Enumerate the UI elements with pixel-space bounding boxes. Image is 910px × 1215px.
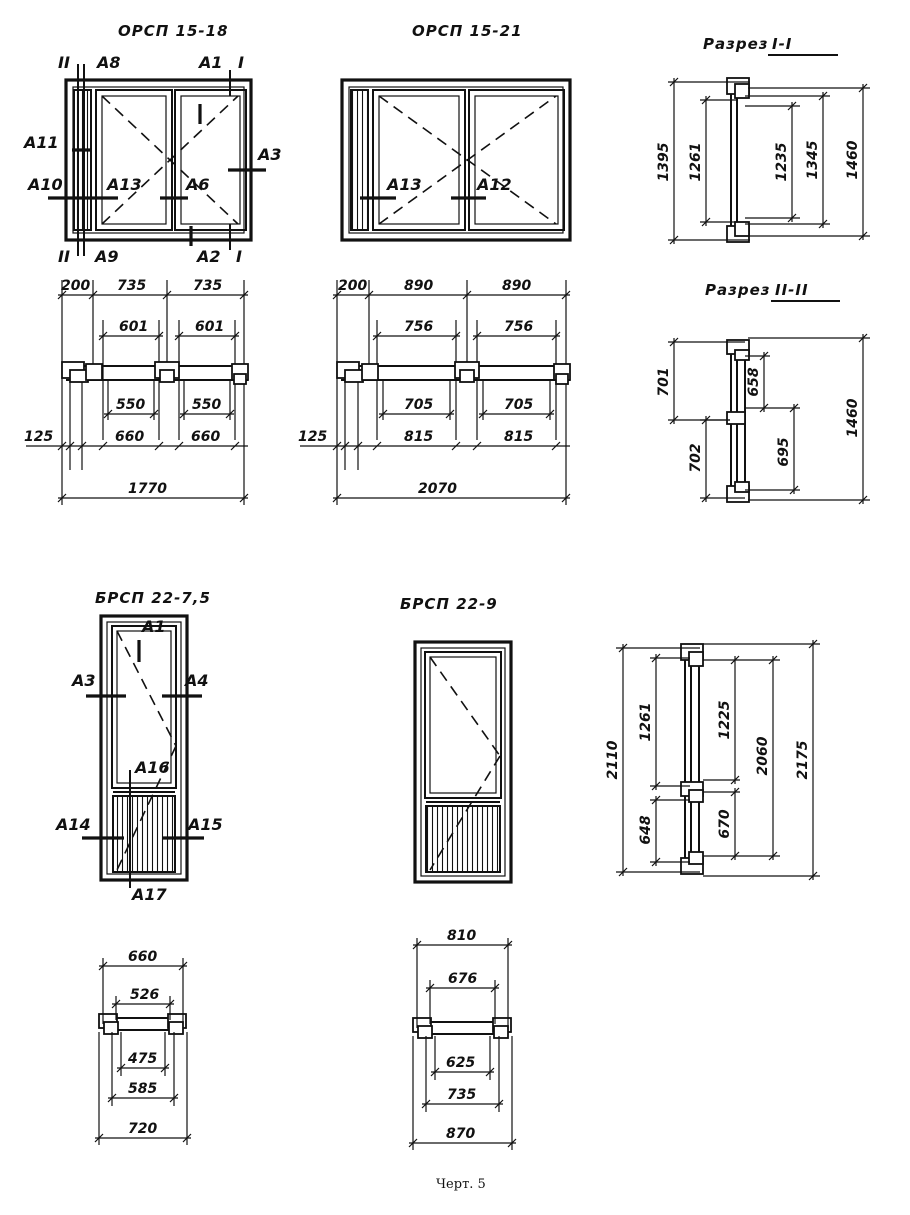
dim-1521-705-left: 705 bbox=[404, 397, 433, 413]
mark-a10: A10 bbox=[26, 175, 63, 194]
mark-I-bottom: I bbox=[236, 247, 242, 266]
mark-a17: A17 bbox=[130, 885, 168, 904]
dim-ds-648: 648 bbox=[638, 815, 654, 844]
title-orsp-15-18: ОРСП 15-18 bbox=[118, 22, 229, 40]
dim-s1-1395: 1395 bbox=[656, 142, 672, 181]
brsp-22-9-elevation bbox=[413, 640, 513, 884]
mark-a15: A15 bbox=[186, 815, 223, 834]
dim-ds-670: 670 bbox=[717, 809, 733, 838]
svg-text:Разрез: Разрез bbox=[703, 35, 768, 53]
dim-1518-601-right: 601 bbox=[195, 319, 224, 335]
dim-s2-695: 695 bbox=[776, 437, 792, 466]
dim-229-676: 676 bbox=[448, 971, 477, 987]
dim-ds-2175: 2175 bbox=[795, 740, 811, 779]
title-section-2: Разрез II-II bbox=[705, 281, 840, 302]
mark-a13-2: A13 bbox=[385, 175, 422, 194]
dim-229-735: 735 bbox=[447, 1087, 476, 1103]
dim-1521-756-right: 756 bbox=[504, 319, 533, 335]
dim-229-870: 870 bbox=[446, 1126, 475, 1142]
mark-II-top: II bbox=[58, 53, 70, 72]
dim-229-810: 810 bbox=[447, 928, 476, 944]
dim-1518-735-right: 735 bbox=[193, 278, 222, 294]
brsp-22-9-plan bbox=[408, 938, 517, 1150]
section-2-2 bbox=[668, 333, 870, 505]
svg-text:I-I: I-I bbox=[772, 35, 792, 53]
mark-a11: A11 bbox=[22, 133, 59, 152]
dim-ds-1261: 1261 bbox=[638, 703, 654, 742]
mark-a4: A4 bbox=[183, 671, 209, 690]
dim-s2-658: 658 bbox=[746, 367, 762, 396]
dim-2275-720: 720 bbox=[128, 1121, 157, 1137]
dim-1521-2070: 2070 bbox=[418, 481, 457, 497]
mark-a6: A6 bbox=[184, 175, 210, 194]
mark-a14: A14 bbox=[54, 815, 91, 834]
dim-2275-585: 585 bbox=[128, 1081, 157, 1097]
dim-1518-660-left: 660 bbox=[115, 429, 144, 445]
orsp-15-21-elevation bbox=[340, 78, 572, 242]
section-1-1 bbox=[668, 77, 870, 245]
dim-ds-2110: 2110 bbox=[605, 740, 621, 779]
dim-1521-890-right: 890 bbox=[502, 278, 531, 294]
dim-1518-200: 200 bbox=[61, 278, 90, 294]
dim-1518-601-left: 601 bbox=[119, 319, 148, 335]
title-orsp-15-21: ОРСП 15-21 bbox=[412, 22, 523, 40]
dim-s1-1345: 1345 bbox=[805, 140, 821, 179]
mark-a12: A12 bbox=[475, 175, 512, 194]
figure-caption: Черт. 5 bbox=[436, 1177, 486, 1192]
door-section bbox=[616, 639, 820, 881]
mark-a1: A1 bbox=[197, 53, 223, 72]
dim-s2-701: 701 bbox=[656, 367, 672, 396]
orsp-15-21-plan bbox=[300, 280, 571, 505]
orsp-15-18-elevation bbox=[48, 64, 266, 256]
dim-1521-705-right: 705 bbox=[504, 397, 533, 413]
dim-1518-1770: 1770 bbox=[128, 481, 167, 497]
dim-1518-660-right: 660 bbox=[191, 429, 220, 445]
title-section-1: Разрез I-I bbox=[703, 35, 838, 56]
mark-a2: A2 bbox=[195, 247, 221, 266]
brsp-22-7-5-elevation bbox=[82, 614, 204, 888]
dim-1518-550-right: 550 bbox=[192, 397, 221, 413]
dim-ds-2060: 2060 bbox=[755, 736, 771, 775]
dim-s1-1235: 1235 bbox=[774, 142, 790, 181]
mark-a8: A8 bbox=[95, 53, 121, 72]
mark-a9: A9 bbox=[93, 247, 119, 266]
title-brsp-22-7-5: БРСП 22-7,5 bbox=[95, 589, 211, 607]
dim-ds-1225: 1225 bbox=[717, 700, 733, 739]
mark-a3: A3 bbox=[256, 145, 282, 164]
brsp-22-7-5-plan bbox=[94, 958, 192, 1145]
orsp-15-18-plan bbox=[26, 280, 249, 505]
dim-229-625: 625 bbox=[446, 1055, 475, 1071]
mark-II-bottom: II bbox=[58, 247, 70, 266]
dim-2275-526: 526 bbox=[130, 987, 159, 1003]
dim-1518-125: 125 bbox=[24, 429, 53, 445]
dim-1521-815-left: 815 bbox=[404, 429, 433, 445]
svg-text:II-II: II-II bbox=[775, 281, 809, 299]
mark-a16: A16 bbox=[133, 758, 170, 777]
dim-1521-125: 125 bbox=[298, 429, 327, 445]
title-brsp-22-9: БРСП 22-9 bbox=[400, 595, 498, 613]
dim-s1-1261: 1261 bbox=[688, 143, 704, 182]
dim-s2-702: 702 bbox=[688, 443, 704, 472]
dim-2275-660: 660 bbox=[128, 949, 157, 965]
dim-1521-756-left: 756 bbox=[404, 319, 433, 335]
mark-a13: A13 bbox=[105, 175, 142, 194]
dim-1521-200: 200 bbox=[338, 278, 367, 294]
dim-1521-890-left: 890 bbox=[404, 278, 433, 294]
mark-I-top: I bbox=[238, 53, 244, 72]
dim-1518-550-left: 550 bbox=[116, 397, 145, 413]
dim-s1-1460: 1460 bbox=[845, 140, 861, 179]
dim-s2-1460: 1460 bbox=[845, 398, 861, 437]
mark-a3-door: A3 bbox=[70, 671, 96, 690]
svg-text:Разрез: Разрез bbox=[705, 281, 770, 299]
mark-a1-door: A1 bbox=[140, 617, 166, 636]
dim-1518-735-left: 735 bbox=[117, 278, 146, 294]
dim-2275-475: 475 bbox=[127, 1051, 157, 1067]
dim-1521-815-right: 815 bbox=[504, 429, 533, 445]
